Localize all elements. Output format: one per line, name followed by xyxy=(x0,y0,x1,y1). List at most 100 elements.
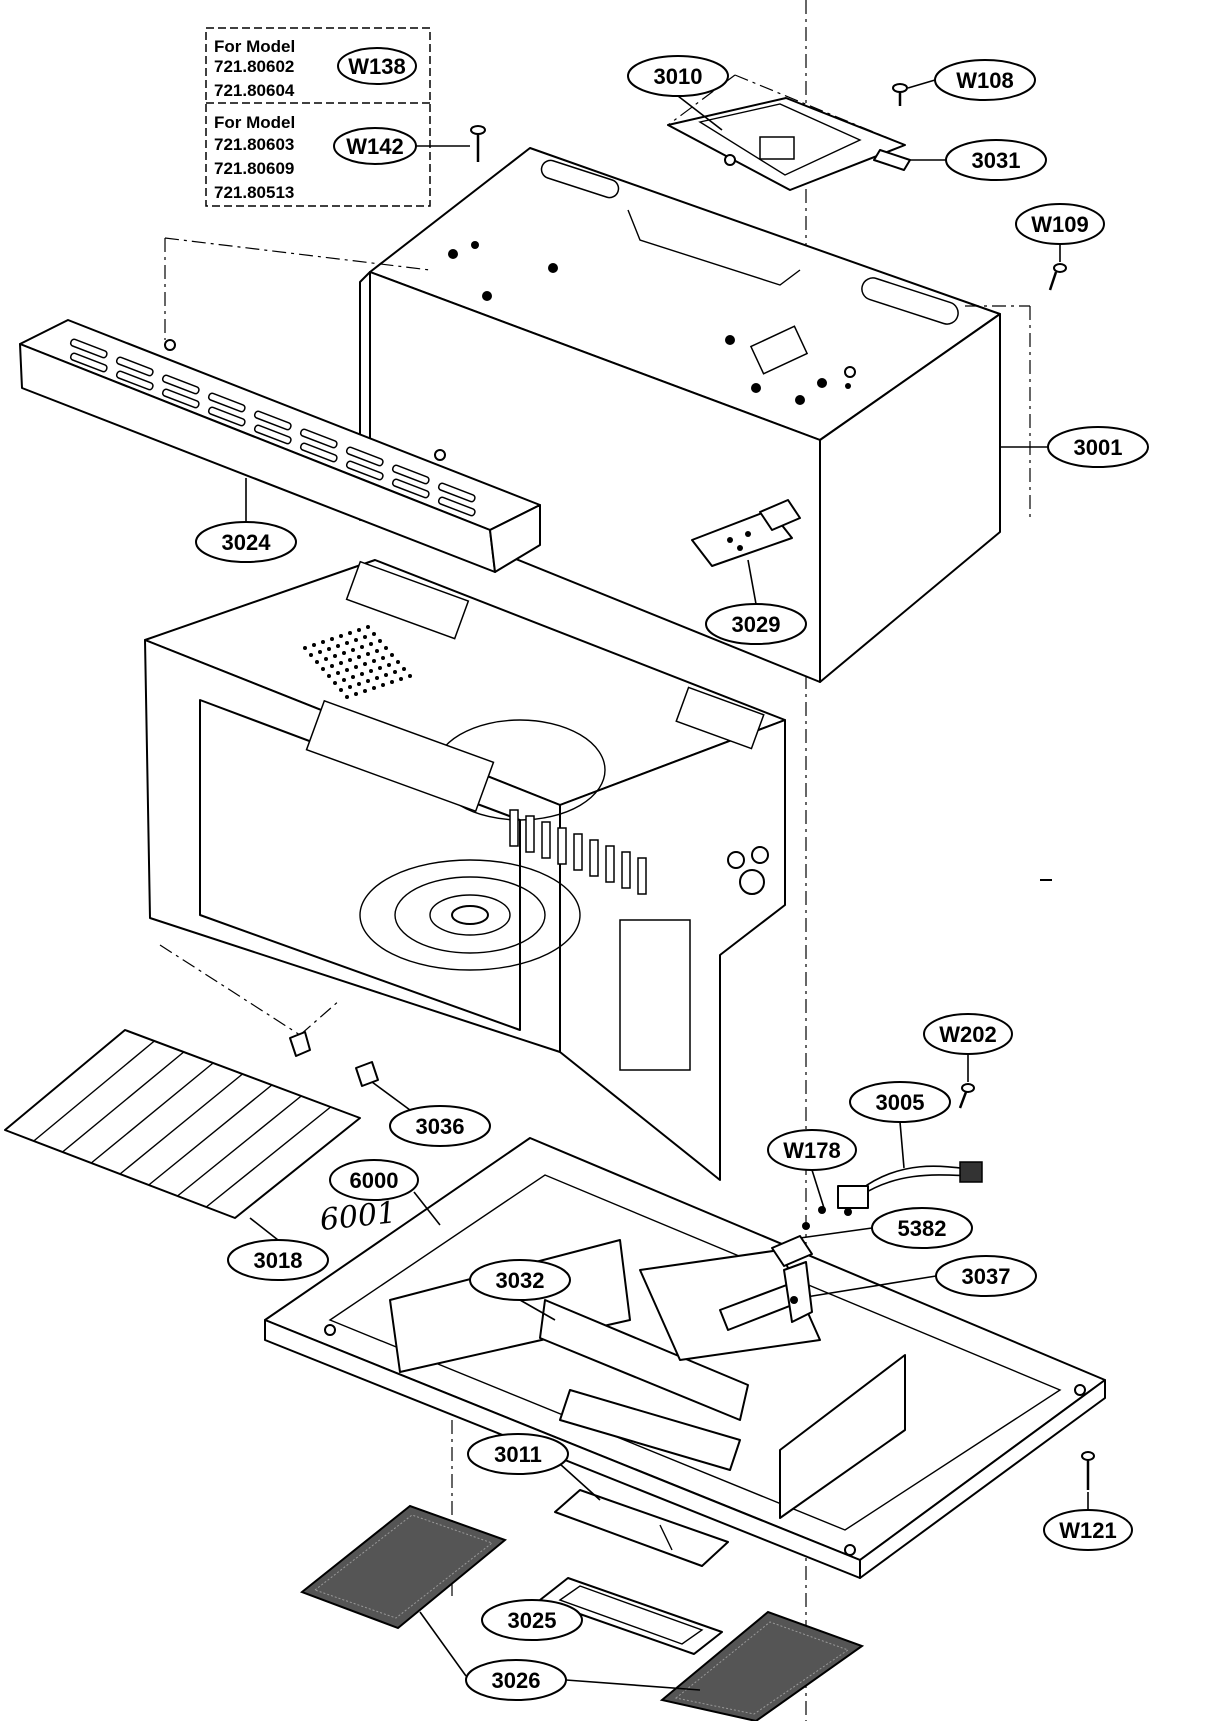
light-cover-3025 xyxy=(539,1577,723,1655)
vent-hole xyxy=(354,665,358,669)
vent-hole xyxy=(339,688,343,692)
rack-bar xyxy=(33,1040,155,1142)
chassis-slot xyxy=(573,833,583,871)
grille-slot xyxy=(345,446,384,467)
vent-hole xyxy=(402,667,406,671)
vent-hole xyxy=(327,647,331,651)
vent-hole xyxy=(315,660,319,664)
handwritten-note-6001: 6001 xyxy=(318,1195,398,1238)
base-plate xyxy=(264,1137,1106,1600)
oven-rack-3018 xyxy=(4,1029,361,1219)
vent-hole xyxy=(345,695,349,699)
vent-hole xyxy=(321,640,325,644)
vent-hole xyxy=(351,675,355,679)
vent-hole xyxy=(357,682,361,686)
chassis-slot xyxy=(541,821,551,859)
vent-hole xyxy=(333,654,337,658)
vent-hole xyxy=(366,625,370,629)
chassis-slot xyxy=(621,851,631,889)
callout-oval-3011 xyxy=(467,1433,569,1475)
vent-hole xyxy=(348,631,352,635)
vent-hole xyxy=(327,674,331,678)
chassis-slot xyxy=(605,845,615,883)
model-number-721-80603: 721.80603 xyxy=(214,135,294,154)
chassis-slot xyxy=(525,815,535,853)
vent-hole xyxy=(384,673,388,677)
vent-hole xyxy=(303,646,307,650)
callout-label-3032: 3032 xyxy=(496,1268,545,1293)
model-info-box: For Model 721.80602 721.80604 W138 For M… xyxy=(205,27,470,207)
callout-label-5382: 5382 xyxy=(898,1216,947,1241)
callout-label-3024: 3024 xyxy=(222,530,272,555)
vent-hole xyxy=(321,667,325,671)
callout-label-3018: 3018 xyxy=(254,1248,303,1273)
callout-oval-w121 xyxy=(1043,1509,1133,1551)
vent-hole xyxy=(354,638,358,642)
outer-case-3001 xyxy=(359,147,1031,683)
grille-slot xyxy=(207,406,246,427)
wire-harness-3005 xyxy=(837,1161,983,1216)
callout-label-w138: W138 xyxy=(348,54,405,79)
callout-label-3031: 3031 xyxy=(972,148,1021,173)
vent-hole xyxy=(390,680,394,684)
callout-label-w121: W121 xyxy=(1059,1518,1116,1543)
grille-slot xyxy=(437,482,476,503)
grease-filter-3026-left xyxy=(299,1504,507,1630)
model-number-721-80604: 721.80604 xyxy=(214,81,295,100)
vent-hole xyxy=(390,653,394,657)
vent-hole xyxy=(378,639,382,643)
callout-label-3011: 3011 xyxy=(494,1442,542,1467)
callout-oval-w138 xyxy=(337,47,417,85)
grille-slot xyxy=(253,424,292,445)
lamp-lens-3011 xyxy=(554,1489,729,1567)
callout-label-w142: W142 xyxy=(346,134,403,159)
rack-bar xyxy=(205,1106,332,1208)
vent-hole xyxy=(372,686,376,690)
vent-hole xyxy=(372,632,376,636)
vent-hole xyxy=(363,662,367,666)
vent-hole xyxy=(348,685,352,689)
bracket-3037 xyxy=(719,1261,813,1331)
grille-slot xyxy=(115,370,154,391)
vent-hole xyxy=(366,679,370,683)
vent-hole xyxy=(381,683,385,687)
vent-hole xyxy=(342,651,346,655)
vent-hole xyxy=(381,656,385,660)
grille-slot xyxy=(437,496,476,517)
callout-label-w108: W108 xyxy=(956,68,1013,93)
rack-bar xyxy=(62,1051,185,1153)
vent-hole xyxy=(309,653,313,657)
vent-hole xyxy=(339,661,343,665)
vent-hole xyxy=(387,663,391,667)
grille-slot xyxy=(207,392,246,413)
model-heading-1: For Model xyxy=(214,37,295,56)
vent-hole xyxy=(399,677,403,681)
vent-hole xyxy=(363,635,367,639)
grille-slot xyxy=(115,356,154,377)
callout-label-w109: W109 xyxy=(1031,212,1088,237)
callout-oval-3025 xyxy=(481,1599,583,1641)
screw-w202 xyxy=(958,1083,975,1109)
vent-hole xyxy=(330,664,334,668)
callout-label-3029: 3029 xyxy=(732,612,781,637)
chassis-slot xyxy=(637,857,647,895)
vent-hole xyxy=(354,692,358,696)
vent-hole xyxy=(360,672,364,676)
chassis-slot xyxy=(589,839,599,877)
vent-hole xyxy=(378,666,382,670)
vent-hole xyxy=(360,645,364,649)
callout-label-3001: 3001 xyxy=(1074,435,1123,460)
chassis-slot xyxy=(509,809,519,847)
vent-hole xyxy=(369,669,373,673)
callout-oval-6000 xyxy=(329,1159,419,1201)
clip-3036 xyxy=(289,1031,379,1087)
callout-label-w178: W178 xyxy=(783,1138,840,1163)
rack-bar xyxy=(119,1073,243,1175)
screw-w108 xyxy=(892,83,908,106)
screw-w121 xyxy=(1081,1451,1095,1490)
grille-slot xyxy=(253,410,292,431)
grille-slot xyxy=(391,478,430,499)
callout-label-w202: W202 xyxy=(939,1022,996,1047)
grille-slot xyxy=(299,428,338,449)
